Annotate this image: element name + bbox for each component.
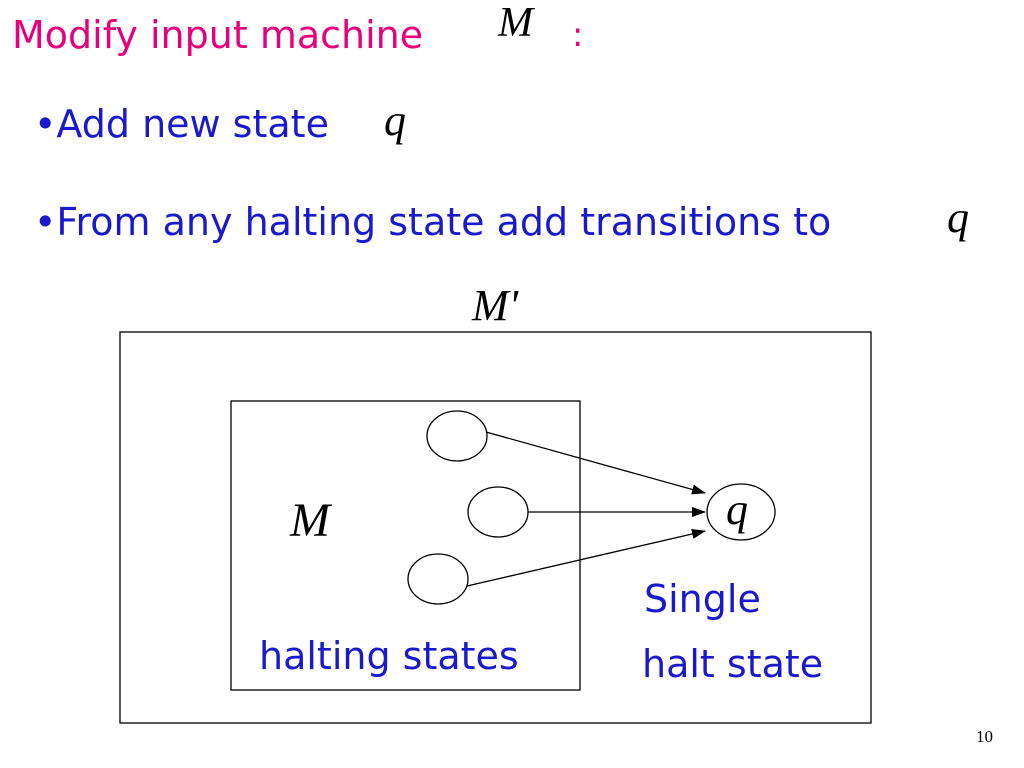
single-halt-state-q — [706, 483, 776, 541]
outer-machine-box — [119, 331, 872, 724]
single-halt-caption-line2: halt state — [642, 642, 824, 686]
transition-arrow-3 — [466, 529, 706, 587]
halting-state-2 — [467, 486, 529, 538]
inner-machine-box — [230, 400, 581, 691]
new-state-label: q — [726, 485, 748, 534]
bullet-1-state-variable: q — [384, 96, 406, 145]
title-machine-variable: M — [498, 0, 533, 46]
bullet-add-transitions: •From any halting state add transitions … — [34, 200, 832, 244]
halting-state-1 — [426, 410, 488, 462]
halting-state-3 — [407, 553, 469, 605]
halting-states-caption: halting states — [259, 634, 519, 678]
bullet-add-new-state: •Add new state — [34, 102, 329, 146]
single-halt-caption-line1: Single — [644, 577, 761, 621]
inner-machine-label: M — [290, 494, 330, 547]
slide-title: Modify input machine — [12, 13, 424, 57]
transition-arrow-1 — [485, 431, 706, 495]
outer-machine-label: M' — [472, 281, 519, 330]
title-colon: : — [572, 15, 584, 55]
page-number: 10 — [976, 727, 993, 746]
bullet-2-state-variable: q — [947, 193, 969, 242]
